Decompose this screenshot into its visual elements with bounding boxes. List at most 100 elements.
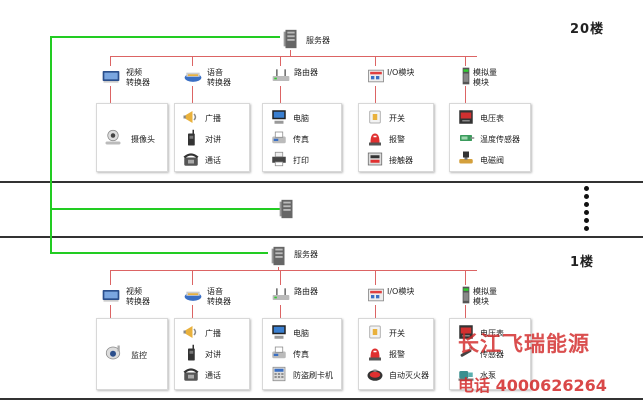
link-line — [280, 86, 281, 103]
item-label: 传真 — [293, 135, 309, 144]
voice-converter-icon — [182, 285, 204, 305]
item-label: 报警 — [389, 135, 405, 144]
endpoint-box: 监控 — [96, 318, 168, 390]
server-label: 服务器 — [294, 250, 318, 259]
item-label: 电脑 — [293, 114, 309, 123]
link-line — [192, 56, 193, 66]
device-label: I/O模块 — [387, 287, 415, 296]
item-label: 开关 — [389, 114, 405, 123]
broadcast-icon — [181, 323, 201, 341]
floor-divider — [0, 181, 643, 183]
item-label: 接触器 — [389, 156, 413, 165]
card-reader-icon — [269, 365, 289, 383]
floor-divider — [0, 236, 643, 238]
endpoint-box: 广播对讲通话 — [174, 318, 250, 390]
device-label: 模块 — [473, 78, 489, 87]
item-label: 温度传感器 — [480, 135, 520, 144]
switch-icon — [365, 323, 385, 341]
voltmeter-icon — [456, 108, 476, 126]
link-line — [290, 50, 291, 56]
printer-icon — [269, 150, 289, 168]
server-icon — [280, 28, 302, 50]
link-line — [375, 86, 376, 103]
item-label: 传真 — [293, 350, 309, 359]
router-icon — [270, 66, 292, 86]
item-label: 打印 — [293, 156, 309, 165]
computer-icon — [269, 108, 289, 126]
watermark-phone: 电话 4000626264 — [458, 376, 607, 395]
link-line — [110, 270, 111, 285]
device-label: 语音 — [207, 68, 223, 77]
item-label: 水泵 — [480, 371, 496, 380]
floor-label: 1楼 — [570, 255, 595, 270]
solenoid-valve-icon — [456, 150, 476, 168]
green-link-floor-1 — [50, 252, 268, 254]
link-line — [278, 267, 279, 270]
device-label: 模拟量 — [473, 287, 497, 296]
item-label: 电压表 — [480, 114, 504, 123]
device-label: 转换器 — [207, 297, 231, 306]
video-converter-icon — [100, 285, 122, 305]
router-icon — [270, 285, 292, 305]
endpoint-box: 广播对讲通话 — [174, 103, 250, 172]
endpoint-box: 电脑传真防盗刷卡机 — [262, 318, 342, 390]
device-label: 语音 — [207, 287, 223, 296]
item-label: 传感器 — [480, 350, 504, 359]
item-label: 通话 — [205, 371, 221, 380]
link-line — [465, 270, 466, 285]
link-line — [110, 86, 111, 103]
device-label: 模拟量 — [473, 68, 497, 77]
item-label: 对讲 — [205, 135, 221, 144]
link-line — [110, 56, 111, 66]
water-pump-icon — [456, 365, 476, 383]
ellipsis-dot — [584, 226, 589, 231]
item-label: 摄像头 — [131, 135, 155, 144]
io-module-icon — [365, 285, 387, 305]
link-line — [110, 305, 111, 318]
bus-line — [110, 56, 477, 57]
fax-icon — [269, 344, 289, 362]
device-label: 转换器 — [126, 78, 150, 87]
alarm-icon — [365, 344, 385, 362]
floor-divider — [0, 398, 643, 400]
phone-icon — [181, 150, 201, 168]
device-label: 视频 — [126, 68, 142, 77]
io-module-icon — [365, 66, 387, 86]
endpoint-box: 开关报警自动灭火器 — [358, 318, 434, 390]
bus-line — [110, 270, 477, 271]
link-line — [192, 305, 193, 318]
ellipsis-dot — [584, 218, 589, 223]
link-line — [280, 305, 281, 318]
server-icon — [268, 245, 290, 267]
link-line — [375, 270, 376, 285]
camera-icon — [103, 128, 123, 146]
ellipsis-dot — [584, 210, 589, 215]
item-label: 电脑 — [293, 329, 309, 338]
endpoint-box: 电压表温度传感器电磁阀 — [449, 103, 531, 172]
endpoint-box: 开关报警接触器 — [358, 103, 434, 172]
device-label: 转换器 — [207, 78, 231, 87]
item-label: 广播 — [205, 329, 221, 338]
link-line — [465, 86, 466, 103]
link-line — [375, 56, 376, 66]
analog-module-icon — [455, 285, 477, 305]
watermark-company: 长江飞瑞能源 — [458, 332, 590, 356]
contactor-icon — [365, 150, 385, 168]
link-line — [192, 86, 193, 103]
broadcast-icon — [181, 108, 201, 126]
endpoint-box: 电脑传真打印 — [262, 103, 342, 172]
item-label: 报警 — [389, 350, 405, 359]
temperature-sensor-icon — [456, 129, 476, 147]
endpoint-box: 摄像头 — [96, 103, 168, 172]
phone-icon — [181, 365, 201, 383]
analog-module-icon — [455, 66, 477, 86]
endpoint-box: 电压表传感器水泵 — [449, 318, 531, 390]
device-label: 转换器 — [126, 297, 150, 306]
item-label: 防盗刷卡机 — [293, 371, 333, 380]
alarm-icon — [365, 129, 385, 147]
link-line — [375, 305, 376, 318]
walkie-talkie-icon — [181, 129, 201, 147]
floor-label: 20楼 — [570, 22, 605, 37]
green-link-middle — [50, 208, 280, 210]
